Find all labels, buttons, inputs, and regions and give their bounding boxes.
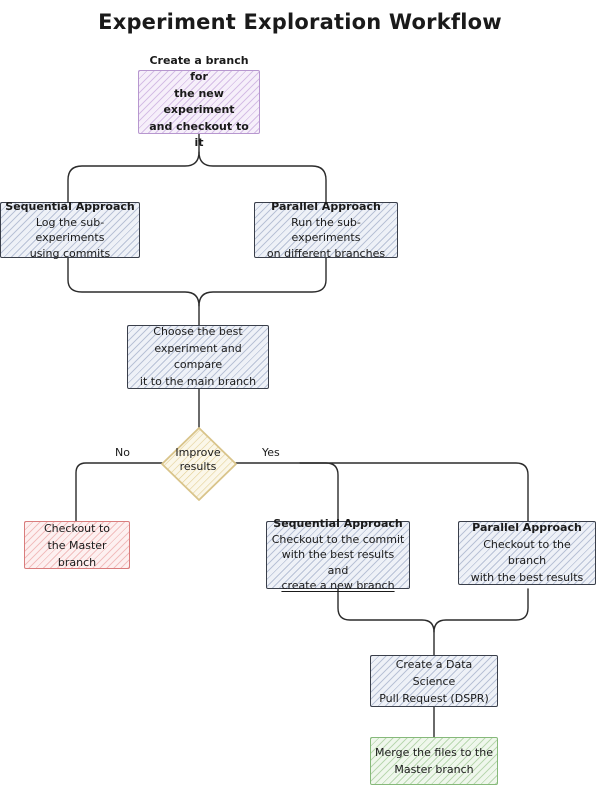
node-choose-best-line-3: it to the main branch	[139, 374, 257, 388]
decision-label-line-1: Improve	[175, 446, 221, 459]
decision-label: Improve results	[166, 446, 230, 474]
node-create-branch: Create a branch for the new experiment a…	[138, 54, 260, 149]
node-choose-best-line-2: experiment and compare	[154, 341, 242, 372]
node-parallel-top-line-1: Run the sub-experiments	[291, 215, 361, 245]
edge-decision-yes	[235, 462, 339, 522]
node-merge-line-1: Merge the files to the	[375, 746, 493, 759]
decision-label-line-2: results	[179, 460, 217, 473]
diagram-title: Experiment Exploration Workflow	[98, 10, 502, 34]
node-checkout-master-line-1: Checkout to	[44, 521, 110, 535]
node-parallel-top-heading: Parallel Approach	[271, 200, 381, 213]
edge-label-no: No	[115, 446, 130, 459]
node-parallel-bottom-line-1: Checkout to the branch	[483, 537, 571, 568]
edge-seq-top-merge	[67, 257, 200, 326]
node-merge-line-2: Master branch	[394, 763, 474, 776]
decision-diamond	[161, 427, 237, 501]
node-sequential-top-heading: Sequential Approach	[5, 200, 135, 213]
node-parallel-top-line-2: on different branches	[266, 246, 386, 260]
node-sequential-bottom-line-2: with the best results and	[281, 548, 395, 577]
node-sequential-top: Sequential Approach Log the sub-experime…	[0, 200, 140, 260]
edge-yes-to-parallel	[299, 462, 529, 522]
node-sequential-bottom: Sequential Approach Checkout to the comm…	[266, 517, 410, 592]
node-parallel-bottom: Parallel Approach Checkout to the branch…	[458, 521, 596, 585]
node-sequential-bottom-line-3: create a new branch	[281, 579, 395, 593]
node-create-branch-line-2: the new experiment	[163, 86, 235, 117]
node-checkout-master-line-2: the Master branch	[47, 538, 107, 569]
node-sequential-top-line-2: using commits	[29, 246, 111, 260]
edge-decision-no	[75, 462, 163, 522]
edge-par-bottom-merge	[433, 588, 529, 633]
node-sequential-bottom-line-1: Checkout to the commit	[271, 532, 405, 546]
node-merge: Merge the files to the Master branch	[370, 737, 498, 785]
node-parallel-top: Parallel Approach Run the sub-experiment…	[254, 200, 398, 260]
node-dspr: Create a Data Science Pull Request (DSPR…	[370, 655, 498, 707]
edge-create-to-split	[67, 133, 200, 203]
edge-label-yes: Yes	[262, 446, 280, 459]
node-dspr-line-2: Pull Request (DSPR)	[379, 691, 489, 705]
node-checkout-master: Checkout to the Master branch	[24, 521, 130, 569]
node-sequential-bottom-heading: Sequential Approach	[273, 517, 403, 531]
node-choose-best: Choose the best experiment and compare i…	[127, 325, 269, 389]
node-parallel-bottom-line-2: with the best results	[470, 570, 584, 584]
edge-seq-bottom-merge	[337, 588, 435, 656]
edge-par-top-merge	[198, 257, 327, 307]
node-create-branch-line-3: and checkout to it	[149, 119, 249, 150]
node-create-branch-line-1: Create a branch for	[149, 53, 249, 84]
node-dspr-line-1: Create a Data Science	[395, 657, 473, 688]
node-parallel-bottom-heading: Parallel Approach	[472, 521, 582, 534]
edge-split-right	[198, 151, 327, 203]
node-sequential-top-line-1: Log the sub-experiments	[35, 215, 105, 245]
node-choose-best-line-1: Choose the best	[153, 325, 243, 338]
